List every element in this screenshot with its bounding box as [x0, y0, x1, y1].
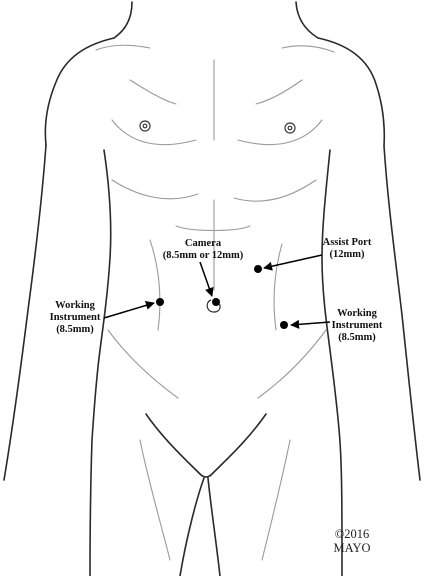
left-instrument-arrow — [103, 301, 155, 319]
upper-abs-line — [175, 225, 251, 231]
camera-arrow — [199, 261, 214, 297]
right-instrument-label: Working Instrument (8.5mm) — [322, 308, 392, 344]
camera-port-dot — [212, 298, 220, 306]
right-thigh-detail — [261, 439, 291, 561]
copyright-notice: ©2016 MAYO — [322, 527, 382, 555]
anatomy-details — [95, 44, 335, 561]
pointer-arrows — [103, 254, 331, 329]
assist-port-dot — [254, 265, 262, 273]
left-nipple-center — [142, 123, 148, 129]
abdomen-right — [273, 243, 283, 331]
right-inguinal — [257, 329, 327, 399]
left-instrument-label: Working Instrument (8.5mm) — [40, 300, 110, 336]
right-instrument-label-line1: Working — [337, 308, 377, 319]
abdomen-left — [149, 239, 161, 331]
ribcage-left — [111, 179, 199, 200]
left-thigh-detail — [139, 439, 171, 561]
neck-right — [295, 1, 319, 39]
nipples — [139, 120, 296, 134]
umbilicus — [206, 299, 221, 313]
left-clavicle — [95, 44, 151, 51]
right-torso — [321, 149, 343, 576]
right-instrument-label-line2: Instrument — [331, 320, 383, 331]
camera-label-line1: Camera — [184, 238, 222, 249]
copyright-year: ©2016 — [334, 527, 370, 541]
left-instrument-label-line1: Working — [55, 300, 95, 311]
right-nipple — [284, 122, 296, 134]
right-instrument-port-dot — [280, 321, 288, 329]
right-chest-contour — [255, 79, 303, 105]
right-clavicle — [281, 45, 335, 53]
right-nipple-center — [287, 125, 293, 131]
left-inguinal — [107, 329, 179, 399]
right-leg — [207, 477, 221, 576]
right-instrument-label-line3: (8.5mm) — [338, 332, 376, 343]
assist-port-label-line2: (12mm) — [329, 249, 365, 260]
left-instrument-label-line3: (8.5mm) — [56, 324, 94, 335]
left-instrument-label-line2: Instrument — [49, 312, 101, 323]
port-sites — [156, 265, 288, 329]
left-chest-contour — [129, 79, 177, 105]
left-arm — [3, 144, 47, 481]
copyright-owner: MAYO — [333, 541, 371, 555]
assist-port-label: Assist Port (12mm) — [312, 237, 382, 261]
left-leg — [179, 477, 205, 576]
left-nipple — [139, 120, 151, 132]
assist-arrow — [263, 254, 323, 271]
right-instrument-arrow — [290, 319, 331, 329]
left-torso — [89, 149, 112, 576]
ribcage-right — [233, 179, 317, 202]
camera-label: Camera (8.5mm or 12mm) — [148, 238, 258, 262]
left-pec — [111, 119, 197, 146]
left-instrument-port-dot — [156, 298, 164, 306]
body-outline — [3, 1, 421, 576]
right-pec — [237, 119, 323, 146]
right-arm — [383, 145, 421, 481]
right-shoulder — [317, 37, 386, 147]
camera-label-line2: (8.5mm or 12mm) — [162, 250, 244, 261]
neck-left — [113, 1, 133, 39]
assist-port-label-line1: Assist Port — [322, 237, 372, 248]
left-shoulder — [44, 37, 115, 146]
groin — [145, 413, 267, 478]
